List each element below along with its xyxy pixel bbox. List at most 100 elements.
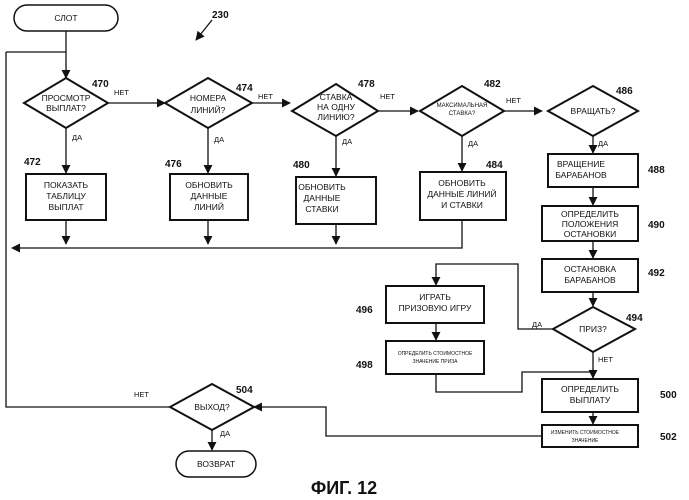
process-476-line-2: ДАННЫЕ (191, 191, 228, 201)
label-478-yes: ДА (342, 137, 352, 146)
process-498-ref: 498 (356, 360, 373, 371)
process-484-line-3: И СТАВКИ (441, 200, 483, 210)
process-484-line-2: ДАННЫЕ ЛИНИЙ (427, 188, 496, 199)
label-474-yes: ДА (214, 135, 224, 144)
process-488-line-2: БАРАБАНОВ (555, 170, 607, 180)
decision-482-line-2: СТАВКА? (449, 111, 476, 117)
process-476-ref: 476 (165, 159, 182, 170)
decision-494: ПРИЗ? 494 (553, 307, 643, 352)
process-502-line-1: ИЗМЕНИТЬ СТОИМОСТНОЕ (551, 430, 620, 436)
process-496-line-1: ИГРАТЬ (419, 292, 451, 302)
decision-478-line-3: ЛИНИЮ? (317, 112, 355, 122)
edge-labels: НЕТ НЕТ НЕТ НЕТ ДА ДА ДА ДА ДА ДА НЕТ НЕ… (72, 88, 613, 438)
decision-470-line-2: ВЫПЛАТ? (46, 103, 86, 113)
process-498-line-2: ЗНАЧЕНИЕ ПРИЗА (412, 359, 458, 365)
process-480-line-1: ОБНОВИТЬ (298, 182, 346, 192)
process-484-line-1: ОБНОВИТЬ (438, 178, 486, 188)
process-496: ИГРАТЬ ПРИЗОВУЮ ИГРУ 496 (356, 286, 484, 323)
process-492-line-2: БАРАБАНОВ (564, 275, 616, 285)
label-504-yes: ДА (220, 429, 230, 438)
process-476-line-1: ОБНОВИТЬ (185, 180, 233, 190)
decision-474-line-2: ЛИНИЙ? (191, 104, 226, 115)
figure-ref-arrow (196, 20, 212, 40)
edge-502-504 (254, 407, 541, 436)
process-490-line-1: ОПРЕДЕЛИТЬ (561, 209, 619, 219)
node-start-label: СЛОТ (54, 13, 77, 23)
label-494-yes: ДА (532, 320, 542, 329)
process-496-ref: 496 (356, 305, 373, 316)
label-486-yes: ДА (598, 139, 608, 148)
decision-478-line-2: НА ОДНУ (317, 102, 355, 112)
process-480-line-2: ДАННЫЕ (304, 193, 341, 203)
label-494-no: НЕТ (598, 355, 613, 364)
process-472-line-3: ВЫПЛАТ (48, 202, 83, 212)
edge-504-no-loop (6, 248, 170, 407)
process-502: ИЗМЕНИТЬ СТОИМОСТНОЕ ЗНАЧЕНИЕ 502 (542, 425, 677, 447)
process-488: ВРАЩЕНИЕ БАРАБАНОВ 488 (548, 154, 665, 187)
process-502-ref: 502 (660, 432, 677, 443)
process-490-line-2: ПОЛОЖЕНИЯ (562, 219, 619, 229)
process-488-ref: 488 (648, 165, 665, 176)
decision-482-ref: 482 (484, 79, 501, 90)
process-488-line-1: ВРАЩЕНИЕ (557, 159, 605, 169)
label-470-yes: ДА (72, 133, 82, 142)
figure-caption: ФИГ. 12 (311, 478, 377, 498)
edge-484-bus (12, 220, 462, 248)
process-490-line-3: ОСТАНОВКИ (564, 229, 617, 239)
figure-ref-number: 230 (212, 10, 229, 21)
process-492: ОСТАНОВКА БАРАБАНОВ 492 (542, 259, 665, 292)
process-502-line-2: ЗНАЧЕНИЕ (572, 438, 599, 444)
process-490-ref: 490 (648, 220, 665, 231)
process-480-line-3: СТАВКИ (305, 204, 338, 214)
process-484: ОБНОВИТЬ ДАННЫЕ ЛИНИЙ И СТАВКИ 484 (420, 160, 506, 220)
process-492-line-1: ОСТАНОВКА (564, 264, 616, 274)
process-472-line-1: ПОКАЗАТЬ (44, 180, 89, 190)
process-500-line-2: ВЫПЛАТУ (570, 395, 611, 405)
decision-486: ВРАЩАТЬ? 486 (548, 86, 638, 136)
process-476-line-3: ЛИНИЙ (194, 201, 224, 212)
process-472-line-2: ТАБЛИЦУ (46, 191, 86, 201)
label-482-yes: ДА (468, 139, 478, 148)
process-472-ref: 472 (24, 157, 41, 168)
label-470-no: НЕТ (114, 88, 129, 97)
decision-474-ref: 474 (236, 83, 253, 94)
process-498: ОПРЕДЕЛИТЬ СТОИМОСТНОЕ ЗНАЧЕНИЕ ПРИЗА 49… (356, 341, 484, 374)
label-504-no: НЕТ (134, 390, 149, 399)
process-496-line-2: ПРИЗОВУЮ ИГРУ (399, 303, 472, 313)
process-498-line-1: ОПРЕДЕЛИТЬ СТОИМОСТНОЕ (398, 351, 473, 357)
decision-474-line-1: НОМЕРА (190, 93, 227, 103)
label-478-no: НЕТ (380, 92, 395, 101)
process-500: ОПРЕДЕЛИТЬ ВЫПЛАТУ 500 (542, 379, 677, 412)
process-472: ПОКАЗАТЬ ТАБЛИЦУ ВЫПЛАТ 472 (24, 157, 106, 220)
node-start: СЛОТ (14, 5, 118, 31)
decision-482-line-1: МАКСИМАЛЬНАЯ (437, 103, 488, 109)
decision-478-line-1: СТАВКА (320, 92, 353, 102)
decision-470-ref: 470 (92, 79, 109, 90)
decision-486-ref: 486 (616, 86, 633, 97)
process-500-line-1: ОПРЕДЕЛИТЬ (561, 384, 619, 394)
decision-482: МАКСИМАЛЬНАЯ СТАВКА? 482 (420, 79, 504, 136)
label-482-no: НЕТ (506, 96, 521, 105)
node-end-label: ВОЗВРАТ (197, 459, 235, 469)
process-500-ref: 500 (660, 390, 677, 401)
decision-494-line-1: ПРИЗ? (579, 324, 607, 334)
process-480: ОБНОВИТЬ ДАННЫЕ СТАВКИ 480 (293, 160, 376, 224)
decision-470-line-1: ПРОСМОТР (42, 93, 91, 103)
decision-474: НОМЕРА ЛИНИЙ? 474 (165, 78, 253, 128)
node-end: ВОЗВРАТ (176, 451, 256, 477)
decision-504-ref: 504 (236, 385, 253, 396)
decision-478-ref: 478 (358, 79, 375, 90)
label-474-no: НЕТ (258, 92, 273, 101)
process-490: ОПРЕДЕЛИТЬ ПОЛОЖЕНИЯ ОСТАНОВКИ 490 (542, 206, 665, 241)
decision-504-line-1: ВЫХОД? (194, 402, 230, 412)
process-480-ref: 480 (293, 160, 310, 171)
process-492-ref: 492 (648, 268, 665, 279)
process-484-ref: 484 (486, 160, 503, 171)
decision-478: СТАВКА НА ОДНУ ЛИНИЮ? 478 (292, 79, 378, 136)
decision-494-ref: 494 (626, 313, 643, 324)
decision-486-line-1: ВРАЩАТЬ? (571, 106, 616, 116)
process-476: ОБНОВИТЬ ДАННЫЕ ЛИНИЙ 476 (165, 159, 248, 220)
decision-470: ПРОСМОТР ВЫПЛАТ? 470 (24, 78, 109, 128)
decision-504: ВЫХОД? 504 (170, 384, 254, 430)
